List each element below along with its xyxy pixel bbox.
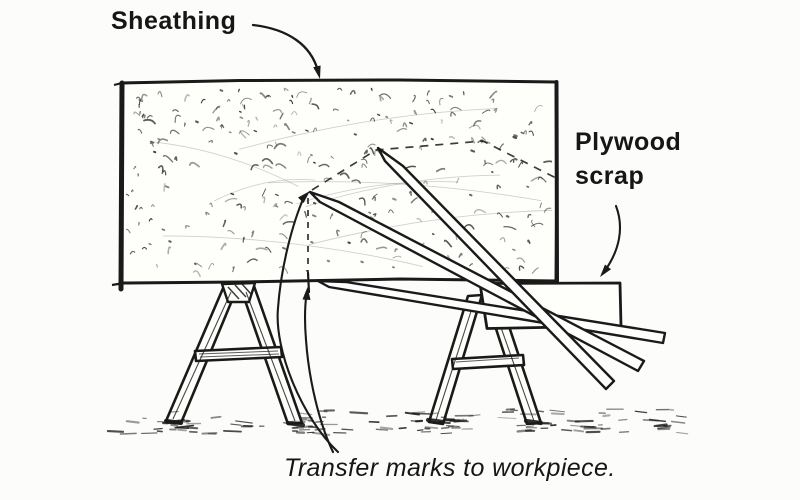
workpiece-board-1 — [376, 146, 616, 391]
ground-texture — [106, 408, 689, 436]
workpiece-boards — [308, 146, 667, 391]
mark-tick — [306, 271, 311, 294]
plywood-scrap-arrow — [600, 204, 622, 277]
sight-line-dashed — [311, 140, 557, 191]
plywood-scrap-label: Plywood scrap — [575, 128, 682, 190]
panel-texture — [126, 87, 552, 279]
sheathing-panel — [111, 78, 560, 297]
caption-label: Transfer marks to workpiece. — [284, 454, 616, 482]
sawhorse-left — [163, 281, 306, 428]
sheathing-label: Sheathing — [111, 7, 237, 35]
sheathing-arrow — [251, 23, 321, 79]
transfer-arrow-to-tip — [276, 191, 340, 454]
transfer-arrow-to-mark — [302, 287, 335, 454]
